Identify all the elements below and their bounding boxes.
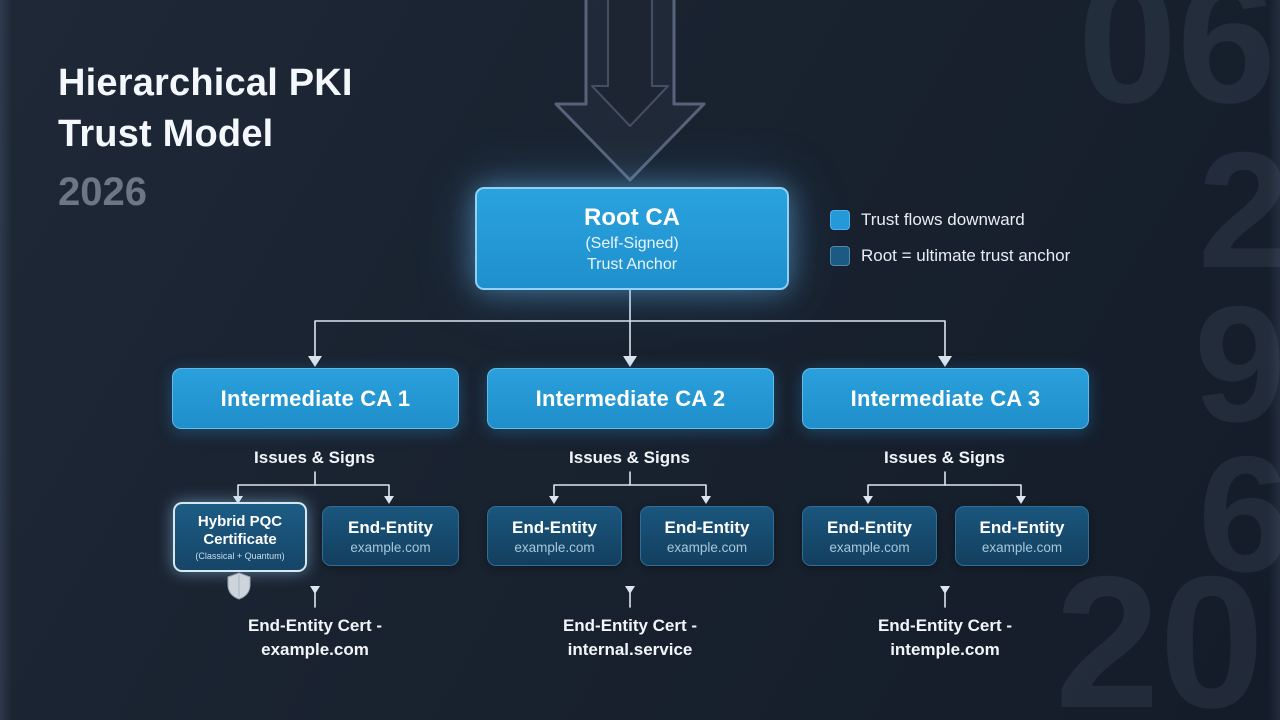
page-title: Hierarchical PKI Trust Model [58, 58, 353, 160]
end-entity-title: End-Entity [348, 517, 433, 537]
background-digit: 06 [1078, 0, 1276, 140]
end-entity-domain: example.com [829, 539, 910, 555]
bottom-cert-line1: End-Entity Cert - [247, 616, 383, 635]
bottom-cert-line1: End-Entity Cert - [877, 616, 1013, 635]
end-entity-domain: example.com [981, 539, 1063, 555]
hybrid-pqc-line1: Hybrid PQC [197, 513, 283, 530]
root-ca-title: Root CA [584, 203, 680, 231]
end-entity-node: End-Entity example.com [640, 506, 774, 566]
bottom-cert-label: End-Entity Cert - example.com [170, 614, 460, 662]
legend-label: Root = ultimate trust anchor [861, 246, 1071, 265]
left-edge-glow [0, 0, 12, 720]
issues-signs-label: Issues & Signs [884, 448, 1005, 467]
issues-signs-label: Issues & Signs [569, 448, 690, 467]
bottom-cert-line2: internal.service [567, 640, 693, 659]
root-ca-subtitle: (Self-Signed) [585, 234, 679, 252]
title-line-2: Trust Model [58, 113, 274, 155]
bottom-cert-label: End-Entity Cert - intemple.com [800, 614, 1090, 662]
root-ca-trust-anchor-label: Trust Anchor [586, 255, 678, 273]
intermediate-ca-2-node: Intermediate CA 2 [487, 368, 774, 429]
legend-swatch [830, 246, 850, 266]
legend-item: Trust flows downward [830, 210, 1070, 230]
intermediate-ca-1-node: Intermediate CA 1 [172, 368, 459, 429]
bottom-cert-line2: example.com [261, 640, 369, 659]
background-digit: 2 [1198, 118, 1280, 302]
background-digit: 6 [1198, 422, 1280, 606]
end-entity-title: End-Entity [827, 517, 912, 537]
end-entity-node: End-Entity example.com [487, 506, 622, 566]
issues-signs-label: Issues & Signs [254, 448, 375, 467]
title-line-1: Hierarchical PKI [58, 62, 353, 104]
end-entity-node: End-Entity example.com [955, 506, 1089, 566]
end-entity-domain: example.com [666, 539, 748, 555]
end-entity-node: End-Entity example.com [322, 506, 459, 566]
hybrid-pqc-certificate-node: Hybrid PQC Certificate (Classical + Quan… [173, 502, 307, 572]
root-ca-node: Root CA (Self-Signed) Trust Anchor [475, 187, 789, 290]
legend-label: Trust flows downward [861, 210, 1025, 229]
end-entity-title: End-Entity [979, 517, 1065, 537]
legend: Trust flows downward Root = ultimate tru… [830, 210, 1070, 266]
shield-icon [227, 572, 251, 600]
background-digit: 20 [1055, 537, 1265, 720]
bottom-cert-line2: intemple.com [890, 640, 1000, 659]
end-entity-title: End-Entity [512, 517, 597, 537]
end-entity-domain: example.com [514, 539, 595, 555]
hybrid-pqc-line3: (Classical + Quantum) [195, 551, 285, 561]
right-edge-glow [1268, 0, 1280, 720]
intermediate-ca-3-label: Intermediate CA 3 [850, 385, 1041, 411]
intermediate-ca-3-node: Intermediate CA 3 [802, 368, 1089, 429]
background-digit: 9 [1194, 272, 1280, 456]
legend-swatch [830, 210, 850, 230]
end-entity-domain: example.com [350, 539, 431, 555]
intermediate-ca-2-label: Intermediate CA 2 [535, 385, 726, 411]
intermediate-ca-1-label: Intermediate CA 1 [220, 385, 411, 411]
legend-item: Root = ultimate trust anchor [830, 246, 1070, 266]
bottom-cert-label: End-Entity Cert - internal.service [485, 614, 775, 662]
bottom-cert-line1: End-Entity Cert - [562, 616, 698, 635]
hybrid-pqc-line2: Certificate [203, 531, 277, 548]
year-label: 2026 [58, 170, 147, 214]
end-entity-title: End-Entity [664, 517, 750, 537]
end-entity-node: End-Entity example.com [802, 506, 937, 566]
